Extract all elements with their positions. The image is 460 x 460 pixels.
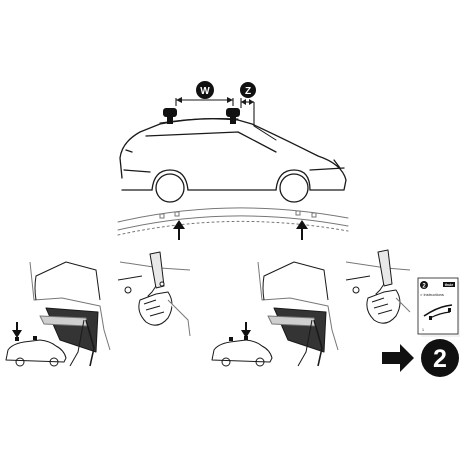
mini-car-arrow-left (12, 322, 22, 338)
step-number: 2 (433, 345, 447, 373)
dimension-z: Z (240, 82, 256, 126)
roof-detail-strip (117, 207, 349, 236)
roof-rack-foot-rear (226, 108, 240, 124)
instructions-booklet: 2 thule > Instructions 1 (417, 277, 460, 337)
dimension-z-label: Z (245, 86, 251, 97)
roof-rack-foot-front (163, 108, 177, 124)
roof-arrow-front (173, 220, 185, 240)
mini-car-arrow-right (241, 322, 251, 338)
car-side-view (119, 118, 347, 203)
roof-arrow-rear (296, 220, 308, 240)
hand-with-tool-right (352, 249, 411, 324)
booklet-title: > Instructions (420, 292, 444, 297)
mini-car-right (211, 336, 273, 367)
booklet-footer: 1 (422, 328, 424, 332)
booklet-bar-illustration (423, 304, 453, 317)
brand-logo (443, 282, 455, 287)
dimension-w-label: W (200, 86, 210, 97)
dimension-w: W (175, 81, 234, 106)
booklet-number: 2 (422, 284, 426, 290)
booklet-number-badge (420, 281, 428, 289)
step-number-badge: 2 (421, 339, 459, 377)
mini-car-left (5, 336, 67, 367)
booklet-brand: thule (445, 283, 454, 287)
next-step-arrow (382, 344, 414, 372)
door-opening-detail-right (257, 261, 411, 367)
hand-with-tool-left (124, 251, 191, 337)
